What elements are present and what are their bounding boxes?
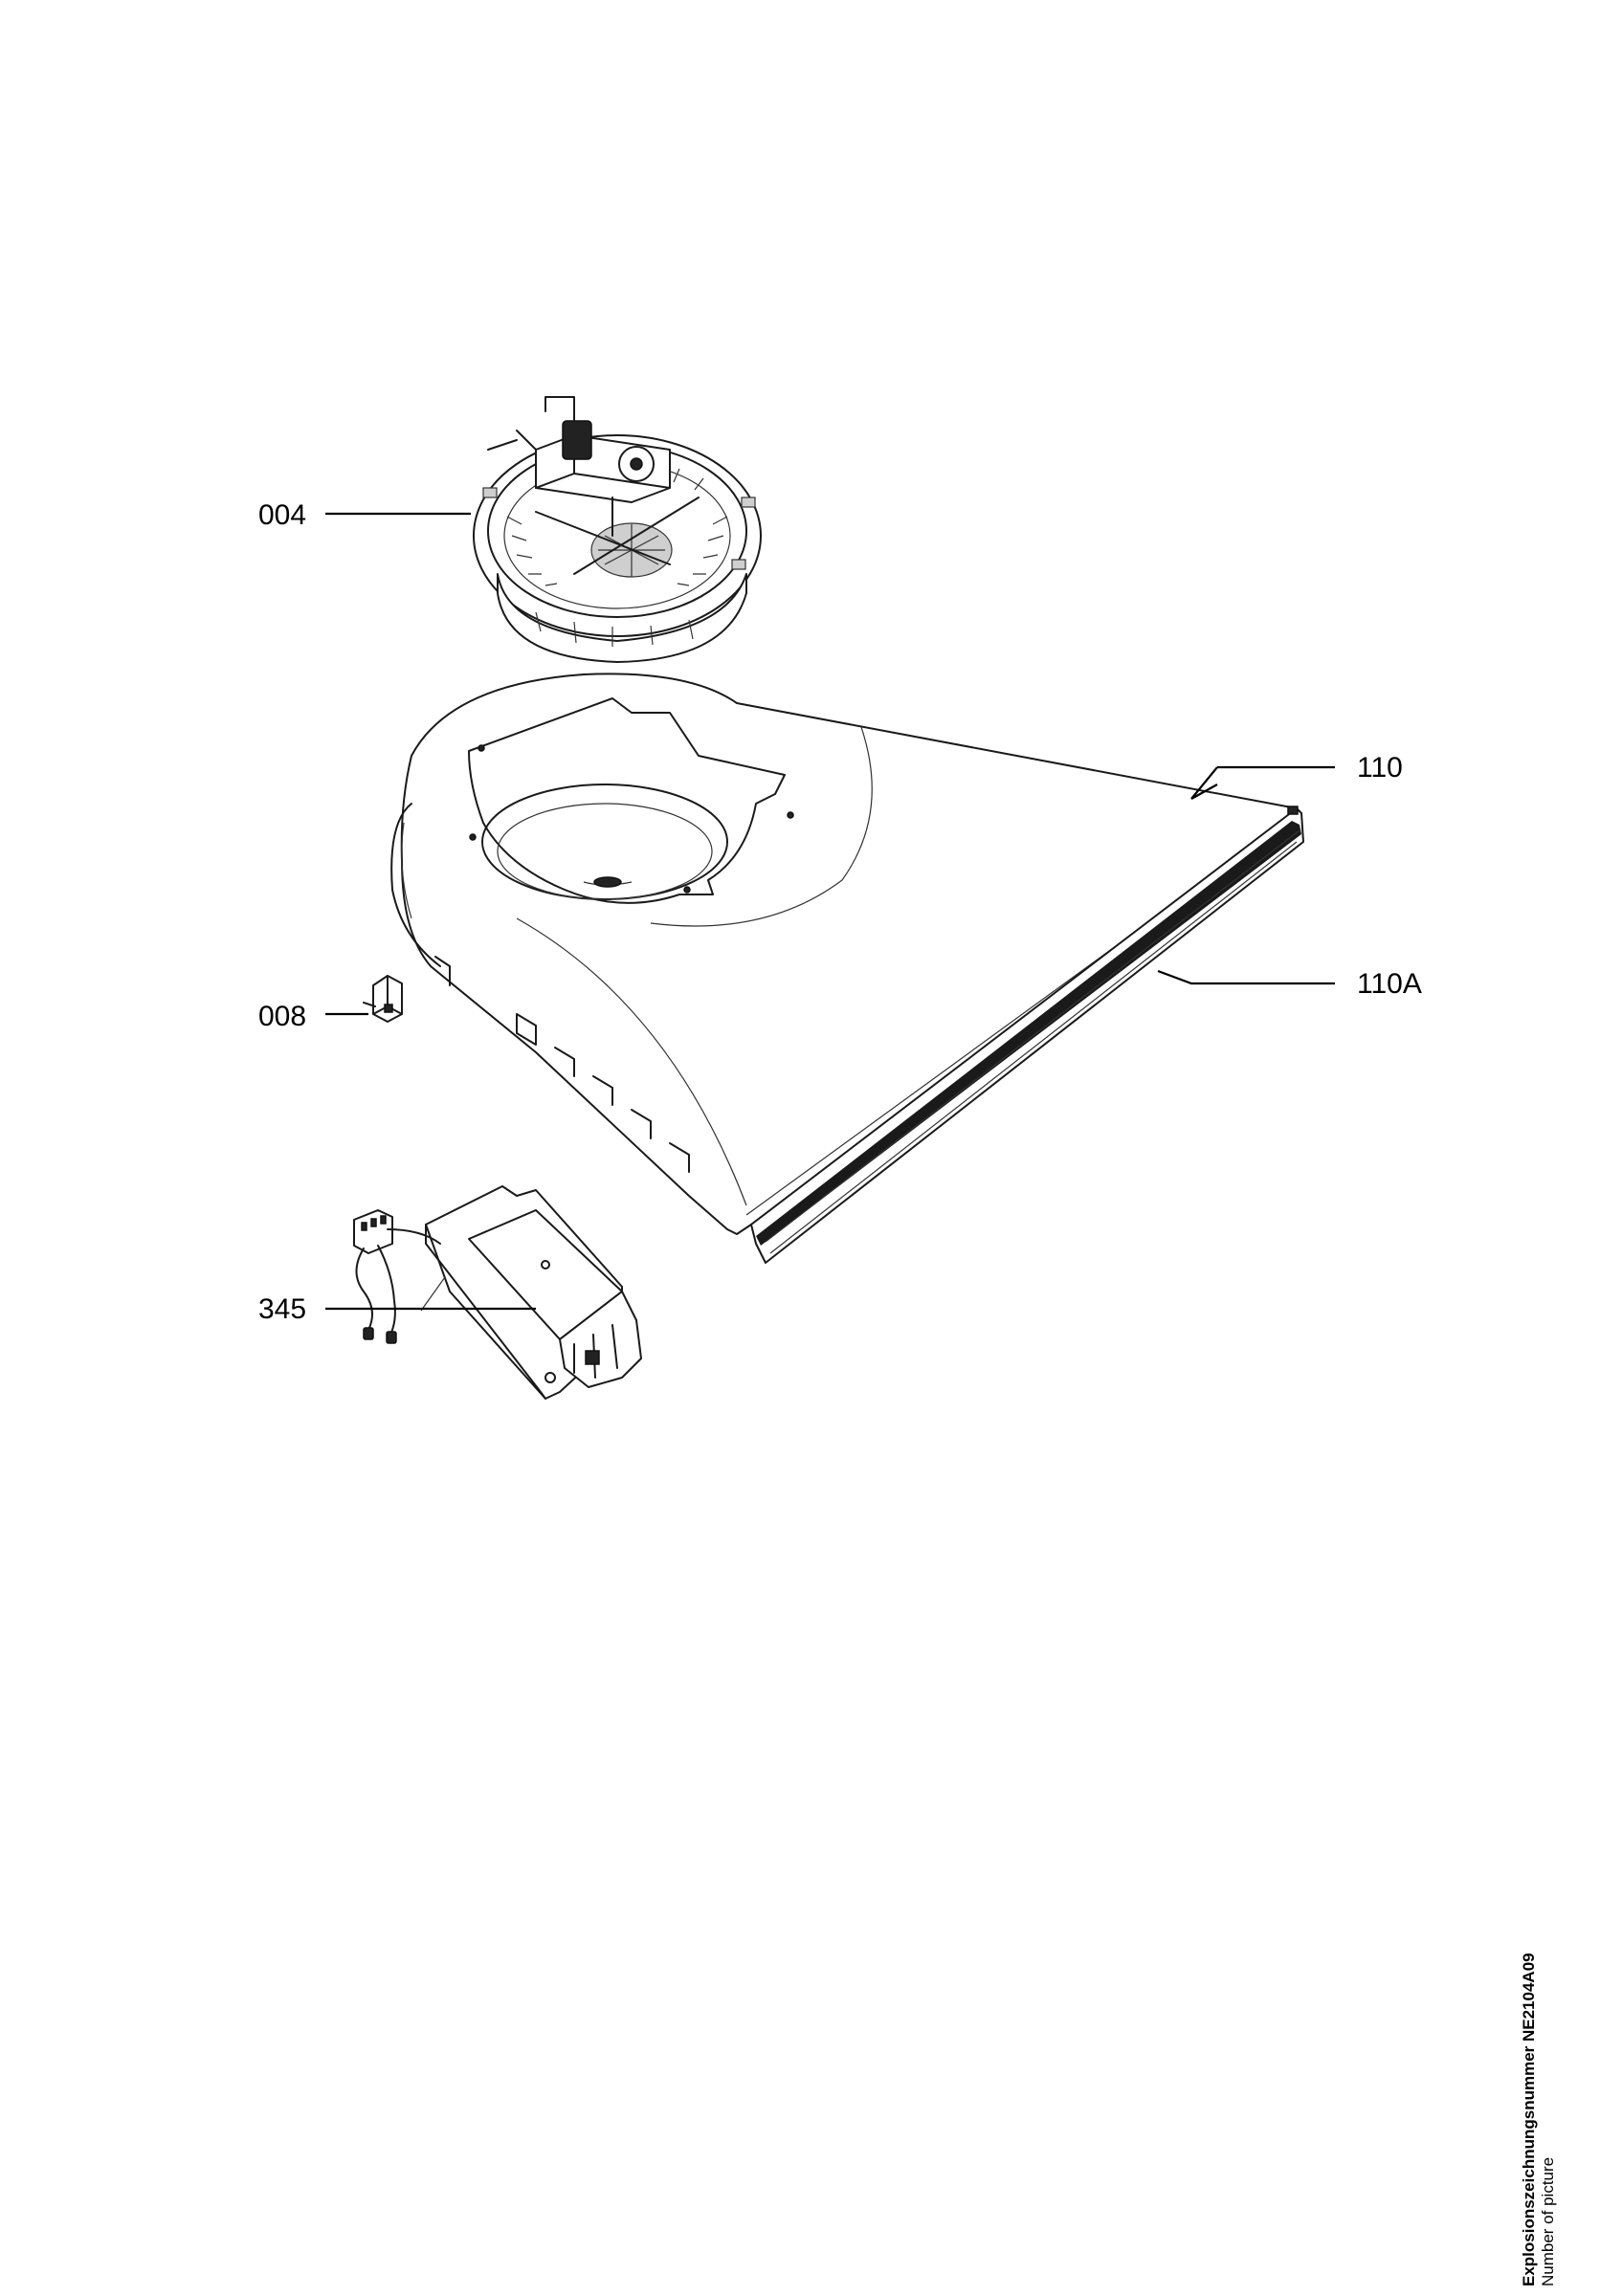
leader-lines — [325, 512, 1335, 1311]
picture-number-caption: Explosionszeichnungsnummer NE2104A09 Num… — [1520, 1904, 1606, 2286]
callout-110: 110 — [1357, 752, 1403, 784]
callout-004: 004 — [258, 499, 306, 531]
fan-motor-assembly — [473, 396, 762, 663]
door-lock-switch-unit — [353, 1185, 642, 1400]
callout-345: 345 — [258, 1293, 306, 1325]
clip-bracket — [363, 975, 403, 1023]
callout-110A: 110A — [1357, 968, 1422, 1000]
leader-110-a — [1190, 766, 1218, 800]
leader-110 — [1190, 784, 1218, 800]
caption-line-2: Number of picture — [1539, 2156, 1557, 2286]
caption-line-1: Explosionszeichnungsnummer NE2104A09 — [1520, 1953, 1538, 2286]
callout-008: 008 — [258, 1001, 306, 1032]
duct-seal-strip — [750, 806, 1304, 1264]
leader-110A — [1157, 969, 1335, 985]
